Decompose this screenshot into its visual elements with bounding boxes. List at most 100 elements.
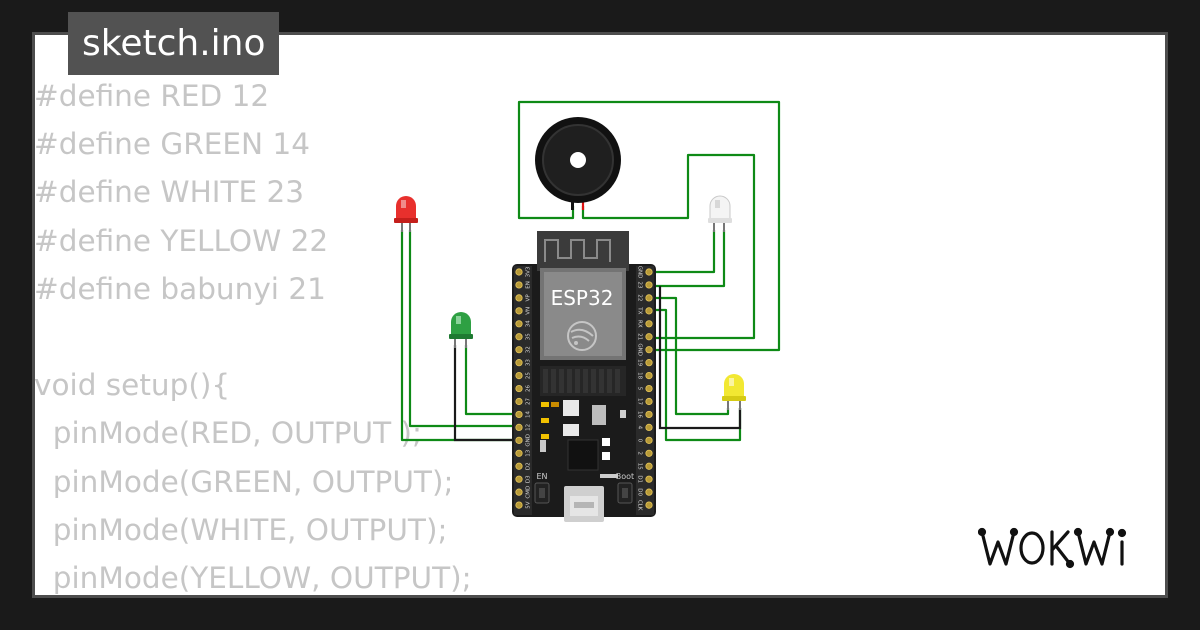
- right-pin-label: 22: [637, 294, 643, 301]
- code-line: #define YELLOW 22: [34, 223, 329, 258]
- code-line: #define GREEN 14: [34, 127, 311, 162]
- right-pin-label: 17: [637, 398, 643, 405]
- left-pin[interactable]: [515, 268, 523, 276]
- left-pin[interactable]: [515, 423, 523, 431]
- right-pin-label: RX: [637, 320, 643, 328]
- right-pin-label: 0: [637, 439, 643, 443]
- buzzer-icon[interactable]: [535, 117, 621, 210]
- left-pin[interactable]: [515, 333, 523, 341]
- right-pin[interactable]: [645, 501, 653, 509]
- right-pin-label: CLK: [637, 500, 643, 511]
- wire-green-led[interactable]: [464, 345, 517, 416]
- led-white[interactable]: [708, 195, 732, 232]
- right-pin-label: 15: [637, 463, 643, 470]
- code-line: void setup(){: [34, 368, 231, 403]
- esp32-board[interactable]: ESP32 3V3ENVPVN343532332526271412GND13D2…: [512, 231, 656, 522]
- right-pin[interactable]: [645, 281, 653, 289]
- right-pin[interactable]: [645, 320, 653, 328]
- left-pin[interactable]: [515, 410, 523, 419]
- left-pin-label: 34: [526, 320, 532, 327]
- left-pin[interactable]: [515, 320, 523, 328]
- right-pin[interactable]: [645, 423, 653, 431]
- left-pin-label: VP: [526, 294, 532, 302]
- code-line: pinMode(YELLOW, OUTPUT);: [34, 560, 472, 595]
- right-pin[interactable]: [645, 371, 653, 380]
- left-pin-label: EN: [526, 281, 532, 289]
- left-pin-label: 13: [526, 449, 532, 456]
- left-pin-label: D2: [526, 462, 532, 470]
- boot-button[interactable]: [617, 482, 633, 504]
- right-pin[interactable]: [645, 268, 653, 276]
- led-green[interactable]: [449, 312, 473, 348]
- left-pin[interactable]: [515, 294, 523, 302]
- left-pin[interactable]: [515, 462, 523, 470]
- right-pin-label: 18: [637, 372, 643, 379]
- left-pin[interactable]: [515, 307, 523, 315]
- en-button[interactable]: [534, 482, 550, 504]
- wire-buzzer[interactable]: [517, 100, 781, 352]
- code-line: pinMode(GREEN, OUTPUT);: [34, 464, 454, 499]
- right-pin-label: TX: [637, 306, 643, 314]
- left-pin[interactable]: [515, 397, 523, 406]
- right-pin[interactable]: [645, 359, 653, 367]
- right-pin-label: D1: [637, 475, 643, 483]
- left-pin[interactable]: [515, 359, 523, 367]
- usb-port: [564, 486, 604, 522]
- right-pin-label: 4: [637, 426, 643, 430]
- wire-green-led-gnd[interactable]: [453, 345, 517, 442]
- left-pin[interactable]: [515, 384, 523, 393]
- wire-white-led-2[interactable]: [651, 230, 726, 288]
- left-pin-label: 25: [526, 372, 532, 379]
- left-pin[interactable]: [515, 371, 523, 380]
- left-pin-label: 35: [526, 333, 532, 340]
- left-pin[interactable]: [515, 346, 523, 354]
- right-pin[interactable]: [645, 397, 653, 406]
- left-pin[interactable]: [515, 436, 523, 444]
- left-pin[interactable]: [515, 501, 523, 509]
- left-pin-label: 3V3: [526, 266, 532, 277]
- code-line: #define WHITE 23: [34, 175, 305, 210]
- black-wires: [453, 286, 742, 442]
- right-pin[interactable]: [645, 410, 653, 419]
- right-pin[interactable]: [645, 307, 653, 315]
- left-pin[interactable]: [515, 475, 523, 483]
- left-pin[interactable]: [515, 449, 523, 457]
- wire-yellow-led-gnd[interactable]: [658, 286, 742, 430]
- right-pin-label: 16: [637, 411, 643, 418]
- led-red[interactable]: [394, 196, 418, 232]
- right-pin[interactable]: [645, 462, 653, 470]
- left-pin-label: 12: [526, 424, 532, 431]
- right-pin-label: 2: [637, 452, 643, 456]
- right-pin-label: 21: [637, 333, 643, 340]
- left-pin[interactable]: [515, 281, 523, 289]
- led-yellow[interactable]: [722, 374, 746, 410]
- wire-yellow-led[interactable]: [651, 296, 730, 416]
- right-pin[interactable]: [645, 436, 653, 444]
- right-pin[interactable]: [645, 333, 653, 341]
- left-pin-label: 5V: [526, 501, 532, 508]
- right-pin[interactable]: [645, 346, 653, 354]
- file-tab[interactable]: sketch.ino: [68, 12, 280, 75]
- en-label: EN: [536, 472, 547, 481]
- left-pin-label: 26: [526, 385, 532, 392]
- wire-red-led[interactable]: [408, 230, 517, 428]
- left-pin-label: 32: [526, 346, 532, 353]
- code-line: pinMode(RED, OUTPUT );: [34, 416, 422, 451]
- code-line: #define babunyi 21: [34, 271, 326, 306]
- wire-yellow-led-2[interactable]: [651, 308, 742, 442]
- right-pin-label: GND: [637, 343, 643, 356]
- code-line: #define RED 12: [34, 79, 270, 113]
- left-pin-label: VN: [526, 307, 532, 315]
- code-line: pinMode(WHITE, OUTPUT);: [34, 512, 448, 547]
- wire-buzzer-2[interactable]: [581, 153, 756, 340]
- left-pin[interactable]: [515, 488, 523, 496]
- right-pin[interactable]: [645, 384, 653, 393]
- left-pin-label: GND: [526, 434, 532, 447]
- right-pin[interactable]: [645, 449, 653, 457]
- code-editor[interactable]: #define RED 12 #define GREEN 14 #define WH…: [34, 72, 472, 602]
- right-pin[interactable]: [645, 475, 653, 483]
- wire-white-led[interactable]: [651, 230, 716, 274]
- right-pin[interactable]: [645, 294, 653, 302]
- right-pin[interactable]: [645, 488, 653, 496]
